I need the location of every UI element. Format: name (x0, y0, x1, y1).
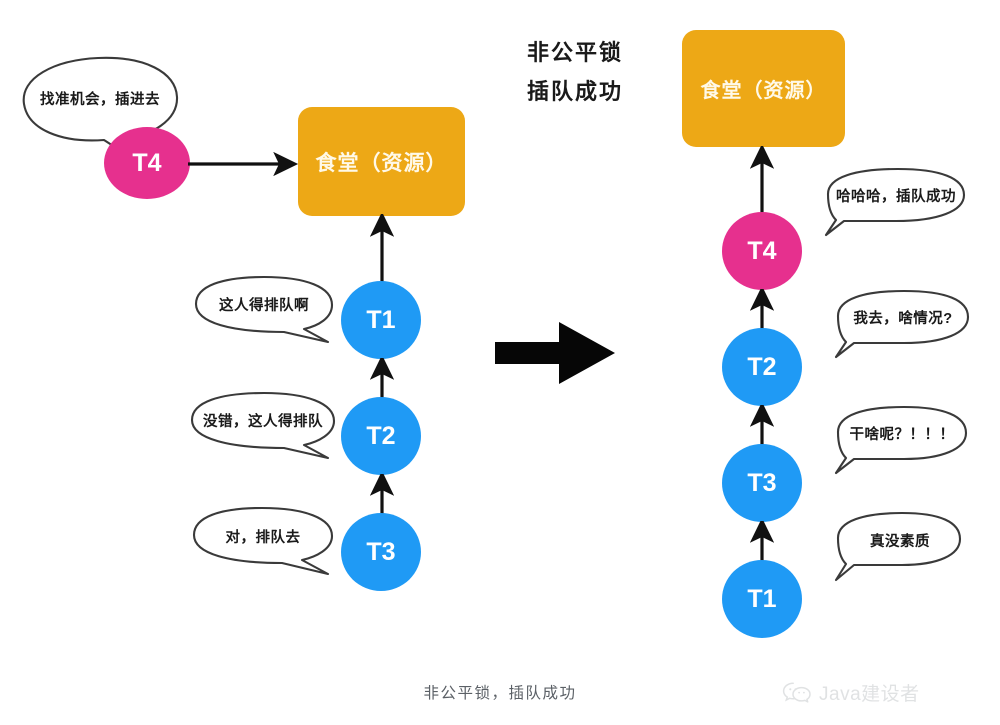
speech-bubble-left-t2: 没错，这人得排队 (188, 390, 342, 462)
speech-bubble-right-t2: 我去，啥情况? (812, 288, 972, 360)
speech-bubble-text: 真没素质 (870, 533, 930, 550)
thread-node-right-t3[interactable]: T3 (722, 444, 802, 522)
bottom-caption: 非公平锁，插队成功 (423, 685, 577, 702)
speech-bubble-left-t1: 这人得排队啊 (192, 274, 340, 346)
speech-bubble-right-t4: 哈哈哈，插队成功 (802, 166, 968, 238)
watermark-label: Java建设者 (819, 684, 920, 705)
thread-node-left-t4[interactable]: T4 (104, 127, 190, 199)
speech-bubble-text: 干啥呢？！！！ (849, 426, 955, 443)
arrow-right-t2-to-t4 (750, 289, 774, 333)
speech-bubble-text: 找准机会，插进去 (40, 91, 160, 108)
thread-node-right-t2[interactable]: T2 (722, 328, 802, 406)
thread-node-right-t1[interactable]: T1 (722, 560, 802, 638)
resource-box-left[interactable]: 食堂（资源） (298, 107, 465, 216)
center-title: 非公平锁 插队成功 (470, 34, 680, 111)
watermark: Java建设者 (782, 679, 920, 706)
speech-bubble-left-t4: 找准机会，插进去 (10, 52, 190, 164)
arrow-right-t4-to-resource (750, 146, 774, 216)
arrow-left-t2-to-t1 (370, 358, 394, 402)
arrow-left-t1-to-resource (370, 214, 394, 284)
arrow-left-t3-to-t2 (370, 474, 394, 518)
speech-bubble-text: 没错，这人得排队 (203, 413, 323, 430)
arrow-left-t4-to-resource (188, 152, 299, 176)
speech-bubble-text: 对，排队去 (225, 529, 301, 546)
center-title-line-2: 插队成功 (526, 78, 623, 104)
right-block-arrow-icon (495, 322, 615, 384)
center-title-line-1: 非公平锁 (526, 40, 623, 65)
thread-node-right-t4[interactable]: T4 (722, 212, 802, 290)
speech-bubble-left-t3: 对，排队去 (190, 504, 340, 578)
speech-bubble-text: 这人得排队啊 (219, 297, 309, 314)
arrow-right-t3-to-t2 (750, 405, 774, 449)
thread-node-left-t3[interactable]: T3 (341, 513, 421, 591)
arrow-right-t1-to-t3 (750, 521, 774, 565)
resource-box-right[interactable]: 食堂（资源） (682, 30, 845, 147)
speech-bubble-right-t3: 干啥呢？！！！ (812, 404, 970, 476)
speech-bubble-text: 我去，啥情况? (853, 310, 953, 327)
speech-bubble-right-t1: 真没素质 (812, 509, 964, 583)
speech-bubble-text: 哈哈哈，插队成功 (836, 188, 956, 205)
thread-node-left-t1[interactable]: T1 (341, 281, 421, 359)
wechat-icon (782, 681, 811, 703)
thread-node-left-t2[interactable]: T2 (341, 397, 421, 475)
